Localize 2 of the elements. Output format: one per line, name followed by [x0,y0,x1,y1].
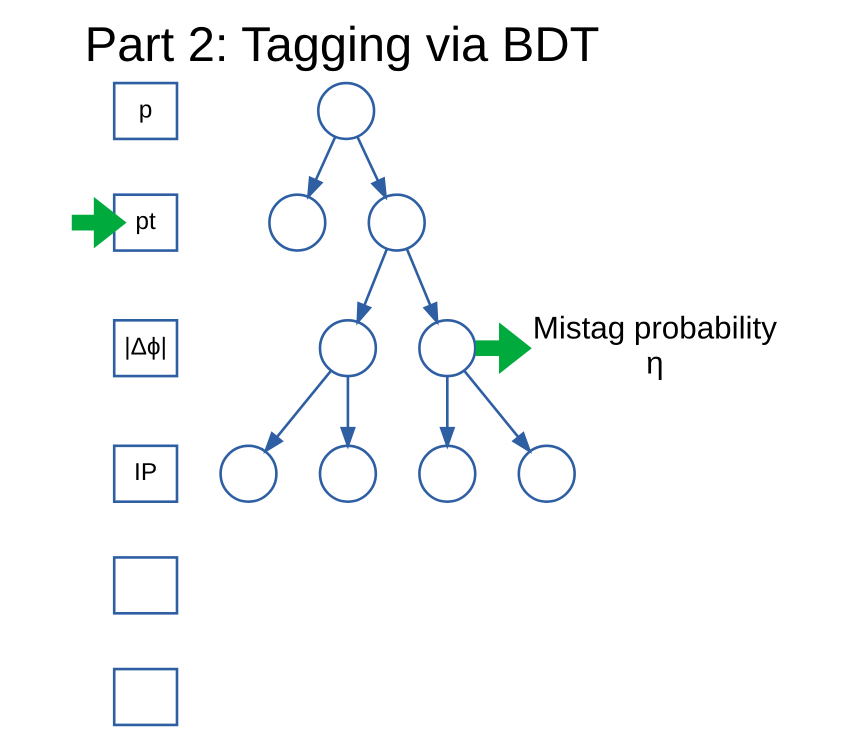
diagram-title: Part 2: Tagging via BDT [84,18,599,72]
node-text: Mistag probability η [532,310,776,380]
